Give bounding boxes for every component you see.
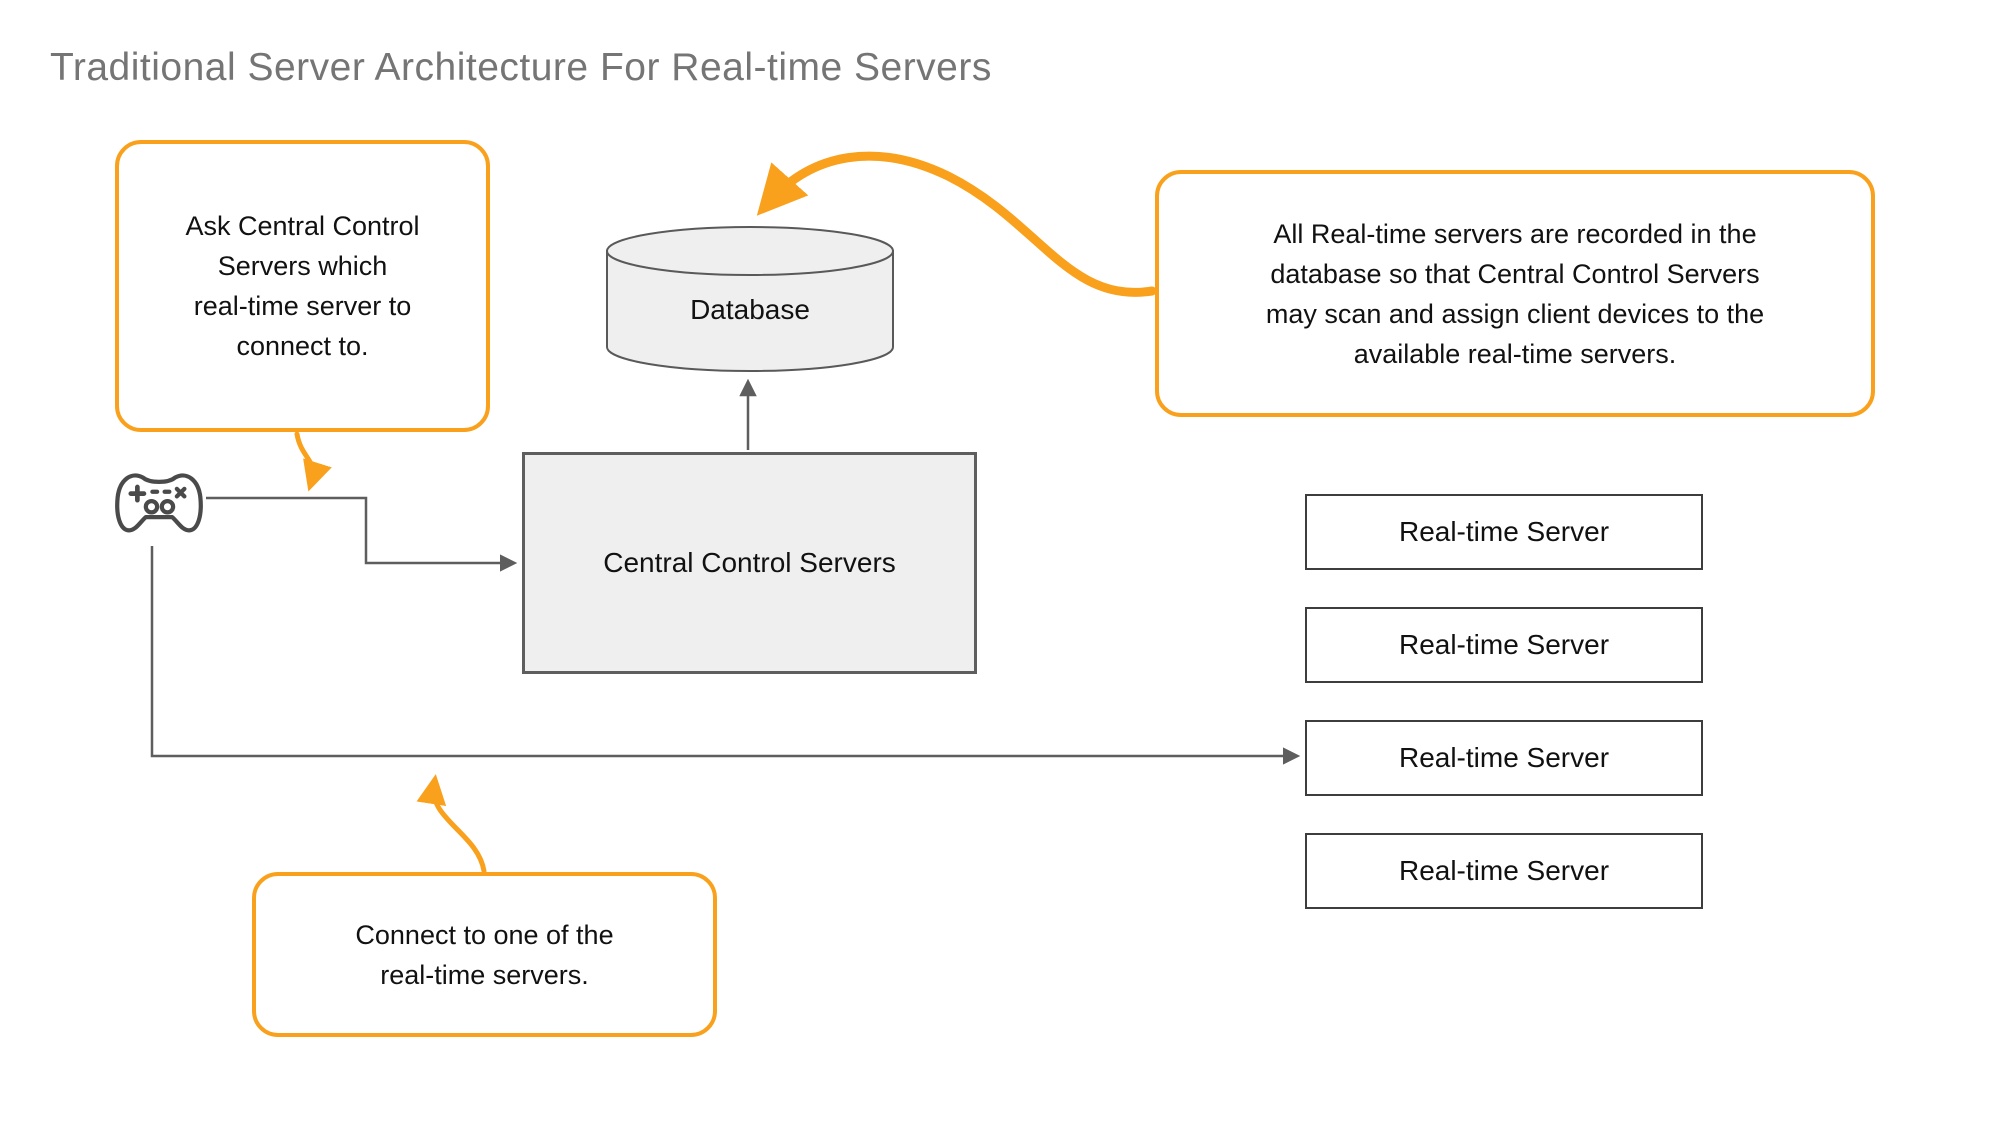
callout-recorded-line: may scan and assign client devices to th… [1265,298,1765,329]
node-database-label: Database [690,294,810,325]
connector-client-to-realtime-server [150,546,1301,765]
node-realtime-server-label: Real-time Server [1398,629,1610,660]
callout-connect-line: Connect to one of the [355,919,614,950]
node-realtime-server-label: Real-time Server [1398,855,1610,886]
callout-servers-recorded: All Real-time servers are recorded in th… [1155,170,1875,417]
node-realtime-server-4: Real-time Server [1305,833,1703,909]
callout-recorded-line: All Real-time servers are recorded in th… [1273,218,1757,249]
callout-ask-line: Ask Central Control [185,211,420,241]
callout-connect-line: real-time servers. [380,959,589,990]
node-realtime-server-2: Real-time Server [1305,607,1703,683]
callout-ask-central-control: Ask Central Control Servers which real-t… [115,140,490,432]
node-realtime-server-3: Real-time Server [1305,720,1703,796]
arrow-connect-note-to-connector [416,774,487,874]
database-cylinder-shape [606,226,894,372]
node-central-control-servers: Central Control Servers [522,452,977,674]
node-realtime-server-label: Real-time Server [1398,516,1610,547]
callout-ask-line: Servers which [217,251,388,281]
callout-connect-to-server: Connect to one of the real-time servers. [252,872,717,1037]
gamepad-icon [115,473,203,533]
node-realtime-server-label: Real-time Server [1398,742,1610,773]
node-realtime-server-1: Real-time Server [1305,494,1703,570]
callout-recorded-line: database so that Central Control Servers [1270,258,1760,289]
callout-recorded-line: available real-time servers. [1353,338,1677,369]
arrow-ask-note-to-connector [294,431,332,492]
page-title: Traditional Server Architecture For Real… [50,46,992,89]
callout-ask-line: connect to. [236,331,369,361]
arrow-recorded-note-to-database [756,151,1157,297]
node-central-control-label: Central Control Servers [603,547,896,578]
connector-client-to-central [206,496,518,572]
callout-ask-line: real-time server to [193,291,412,321]
